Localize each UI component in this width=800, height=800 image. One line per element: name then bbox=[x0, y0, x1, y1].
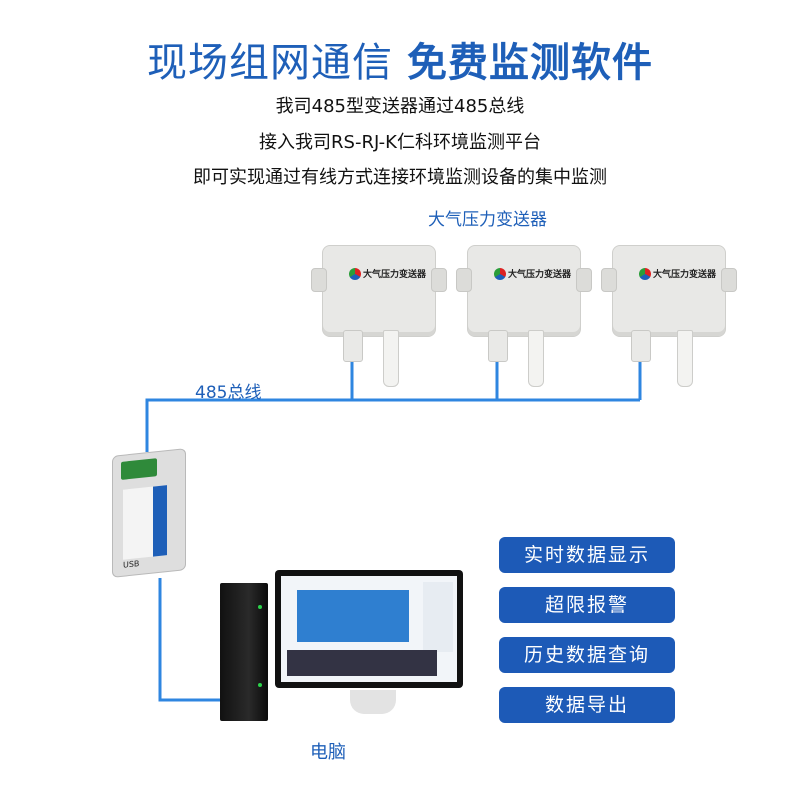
sensor-name: 大气压力变送器 bbox=[508, 270, 572, 280]
cable-gland bbox=[488, 330, 508, 362]
bus-trunk bbox=[145, 398, 640, 452]
brand-logo-icon bbox=[349, 268, 361, 280]
feature-data-export: 数据导出 bbox=[499, 687, 675, 723]
feature-alarm: 超限报警 bbox=[499, 587, 675, 623]
computer-label: 电脑 bbox=[310, 742, 346, 763]
brand-logo-icon bbox=[639, 268, 651, 280]
terminal-block bbox=[121, 458, 157, 480]
bus-label: 485总线 bbox=[195, 383, 262, 403]
feature-realtime-data: 实时数据显示 bbox=[499, 537, 675, 573]
monitor bbox=[275, 570, 463, 688]
pressure-sensor-3: 大气压力变送器 bbox=[601, 245, 737, 337]
usb-cable bbox=[158, 578, 222, 702]
usb-port-label: USB bbox=[123, 559, 140, 570]
brand-logo-icon bbox=[494, 268, 506, 280]
cable-gland bbox=[343, 330, 363, 362]
intro-line-1: 我司485型变送器通过485总线 bbox=[275, 96, 525, 117]
sensor-name: 大气压力变送器 bbox=[653, 270, 717, 280]
intro-line-2: 接入我司RS-RJ-K仁科环境监测平台 bbox=[259, 132, 541, 153]
title-part-2: 免费监测软件 bbox=[407, 40, 653, 86]
title-part-1: 现场组网通信 bbox=[147, 40, 393, 86]
monitor-screen bbox=[281, 576, 457, 682]
feature-history-query: 历史数据查询 bbox=[499, 637, 675, 673]
sensor-probe bbox=[383, 330, 399, 387]
usb-485-converter: USB bbox=[112, 448, 186, 578]
page-title: 现场组网通信免费监测软件 bbox=[0, 30, 800, 88]
monitor-stand bbox=[350, 690, 396, 714]
cable-gland bbox=[631, 330, 651, 362]
sensor-probe bbox=[528, 330, 544, 387]
sensor-probe bbox=[677, 330, 693, 387]
intro-line-3: 即可实现通过有线方式连接环境监测设备的集中监测 bbox=[193, 167, 607, 188]
sensor-group-label: 大气压力变送器 bbox=[428, 210, 547, 230]
pressure-sensor-1: 大气压力变送器 bbox=[311, 245, 447, 337]
pressure-sensor-2: 大气压力变送器 bbox=[456, 245, 592, 337]
sensor-name: 大气压力变送器 bbox=[363, 270, 427, 280]
pc-tower bbox=[220, 583, 268, 721]
